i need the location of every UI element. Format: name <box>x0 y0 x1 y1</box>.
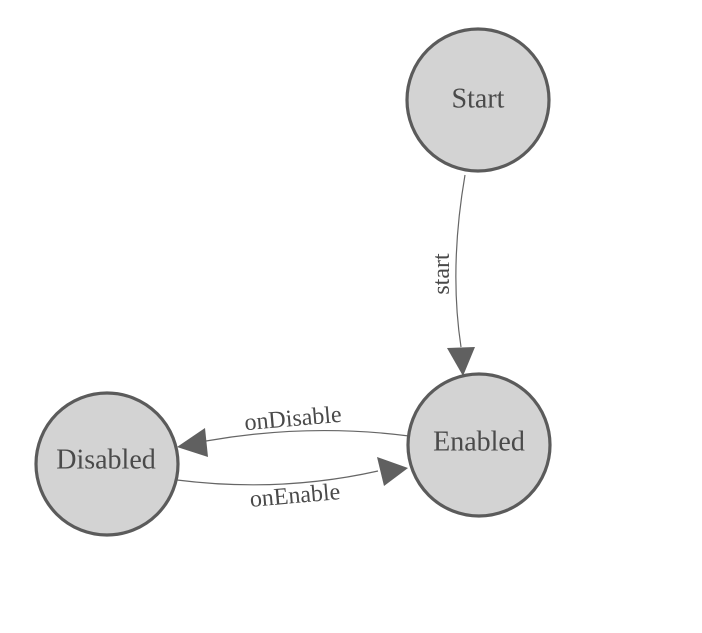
arrowhead-into-disabled-right <box>177 428 208 457</box>
edge-enabled-to-disabled: onDisable <box>177 402 410 457</box>
state-circle-disabled <box>34 391 180 537</box>
edge-line-start <box>455 174 466 348</box>
state-label-disabled: Disabled <box>56 445 156 476</box>
state-node-enabled: Enabled <box>406 372 552 518</box>
state-label-enabled: Enabled <box>433 427 525 458</box>
edge-label-start: start <box>429 253 455 295</box>
state-node-start: Start <box>405 27 551 173</box>
edge-disabled-to-enabled: onEnable <box>176 457 408 513</box>
arrowhead-into-enabled-top <box>447 347 475 376</box>
arrowhead-into-enabled-left <box>377 457 408 486</box>
state-node-disabled: Disabled <box>34 391 180 537</box>
state-circle-enabled <box>406 372 552 518</box>
edge-line-onenable <box>176 470 379 486</box>
edge-line-ondisable <box>205 429 410 442</box>
state-circle-start <box>405 27 551 173</box>
state-label-start: Start <box>452 84 505 115</box>
edge-start-to-enabled: start <box>429 174 475 376</box>
